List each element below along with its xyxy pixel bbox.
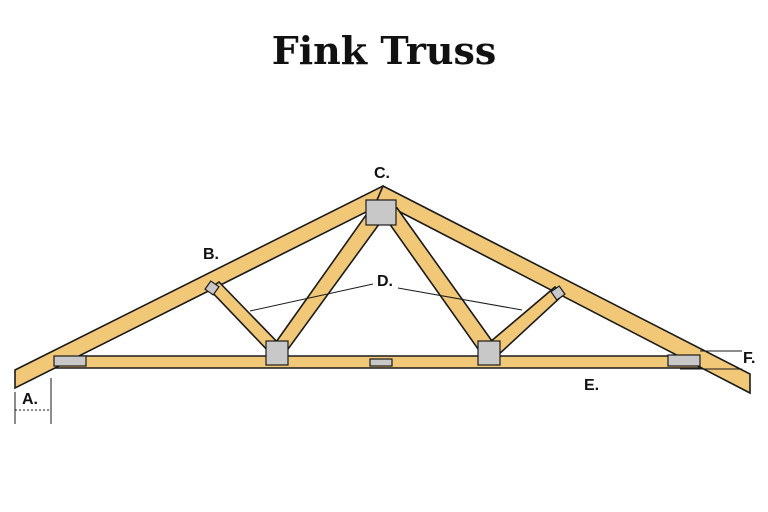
leader-line-d-right	[397, 287, 523, 311]
gusset-plate-left-heel	[53, 355, 87, 367]
label-f: F.	[743, 350, 755, 367]
gusset-plate-right-panel	[477, 340, 501, 366]
gusset-plate-right-heel	[667, 354, 701, 367]
right-top-chord	[375, 184, 751, 395]
gusset-plate-right-web	[550, 285, 566, 301]
gusset-plate-left-web	[204, 280, 220, 296]
leader-line-d-left	[249, 283, 374, 312]
gusset-plate-peak	[365, 199, 397, 226]
gusset-plate-bottom-splice	[369, 358, 393, 367]
gusset-plate-left-panel	[265, 340, 289, 366]
label-c: C.	[374, 165, 390, 182]
label-d: D.	[377, 273, 393, 290]
label-a: A.	[22, 391, 38, 408]
label-e: E.	[584, 377, 599, 394]
diagram-title: Fink Truss	[271, 28, 497, 73]
label-b: B.	[203, 246, 219, 263]
